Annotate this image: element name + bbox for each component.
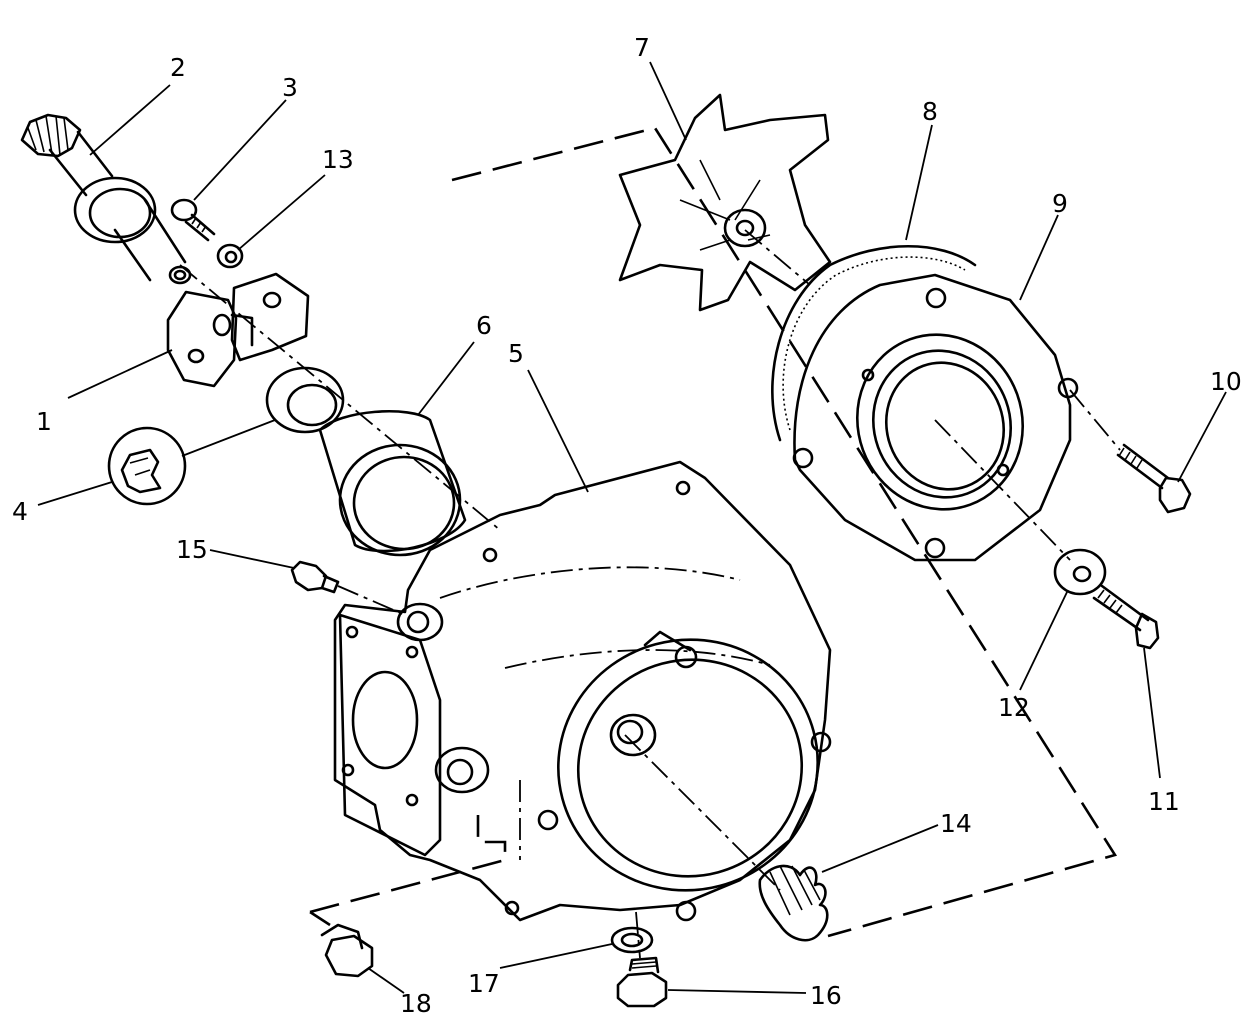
part-3-screw	[170, 198, 216, 242]
callout-16: 16	[810, 981, 842, 1010]
part-10-screw	[1116, 443, 1192, 514]
impeller-axis-line	[744, 229, 811, 286]
callout-4: 4	[12, 497, 28, 526]
leader-lines	[37, 61, 1227, 994]
part-9-cover-plate	[792, 273, 1079, 562]
cover-screw-axis-line	[1069, 389, 1121, 451]
part-16-drain-plug	[616, 956, 668, 1008]
drain-axis-line	[635, 911, 641, 959]
callout-18: 18	[400, 989, 432, 1018]
shaft-axis-line	[179, 264, 501, 531]
callout-13: 13	[322, 145, 354, 174]
part-6-bearing-sleeve	[318, 410, 467, 557]
cover-axis-line	[934, 419, 1071, 561]
callout-7: 7	[634, 33, 650, 62]
part-18-plug	[320, 923, 374, 978]
callout-9: 9	[1052, 189, 1068, 218]
callout-1: 1	[36, 407, 52, 436]
part-15-plug	[290, 560, 340, 594]
part-17-washer	[610, 926, 654, 954]
part-4-seal-ring	[107, 366, 345, 506]
callout-5: 5	[508, 339, 524, 368]
callout-10: 10	[1210, 367, 1242, 396]
part-2-drive-shaft	[20, 113, 192, 285]
part-5-pump-housing	[333, 460, 832, 922]
callout-11: 11	[1148, 787, 1180, 816]
part-14-spring	[758, 864, 829, 942]
callout-2: 2	[170, 53, 186, 82]
housing-axis-line	[624, 734, 781, 891]
callout-17: 17	[468, 969, 500, 998]
callout-15: 15	[176, 535, 208, 564]
part-7-impeller	[618, 93, 832, 312]
assembly-group-boundary	[309, 126, 1118, 938]
callout-14: 14	[940, 809, 972, 838]
callout-3: 3	[282, 73, 298, 102]
plug-15-axis-line	[337, 585, 406, 616]
callout-8: 8	[922, 97, 938, 126]
part-11-screw	[1092, 584, 1160, 650]
callout-12: 12	[998, 693, 1030, 722]
part-12-washer	[1053, 548, 1107, 596]
callout-6: 6	[476, 311, 492, 340]
part-1-coupling	[166, 272, 310, 388]
part-8-gasket	[771, 245, 977, 442]
part-13-washer	[216, 243, 244, 269]
